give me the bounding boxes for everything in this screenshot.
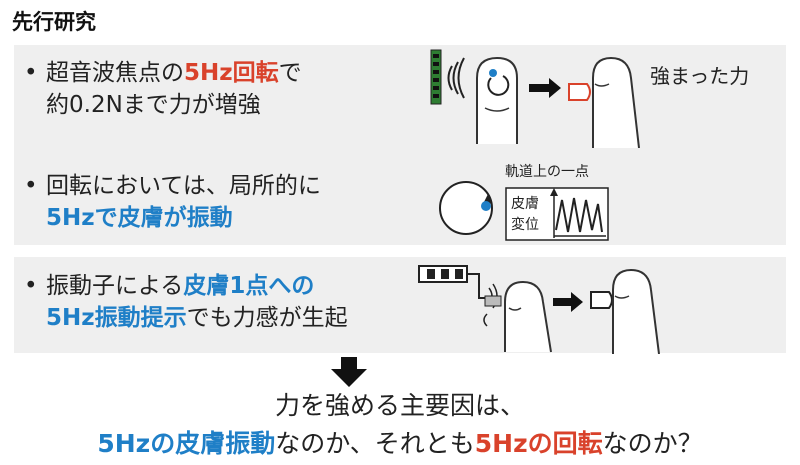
displacement-label: 変位 <box>511 217 539 233</box>
text: 超音波焦点の <box>46 60 184 86</box>
text: なのか？ <box>602 429 703 458</box>
highlight-rotation: 5Hzの回転 <box>474 429 603 458</box>
orbit-point-label: 軌道上の一点 <box>505 164 589 180</box>
page-title: 先行研究 <box>12 10 96 34</box>
conclusion-line2: 5Hzの皮膚振動なのか、それとも5Hzの回転なのか？ <box>0 424 800 460</box>
bullet-dot: • <box>24 60 38 86</box>
text: 回転においては、局所的に <box>46 173 321 199</box>
bullet-dot: • <box>24 273 38 299</box>
ultrasound-rotation-figure <box>430 49 640 148</box>
bullet-skin-vibration: • 回転においては、局所的に 5Hzで皮膚が振動 <box>24 170 321 234</box>
panel-rotation <box>14 45 786 245</box>
vibrator-figure <box>418 265 660 354</box>
highlight-5hz-rotation: 5Hz回転 <box>184 60 279 86</box>
conclusion-line1: 力を強める主要因は、 <box>274 391 525 420</box>
bullet-rotation: • 超音波焦点の5Hz回転で 約0.2Nまで力が増強 <box>24 57 302 121</box>
bullet-dot: • <box>24 173 38 199</box>
highlight-one-point: 皮膚1点への <box>183 273 315 299</box>
bullet-vibrator: • 振動子による皮膚1点への 5Hz振動提示でも力感が生起 <box>24 270 348 334</box>
text: で <box>278 60 302 86</box>
highlight-5hz-skin: 5Hzで皮膚が振動 <box>46 205 233 231</box>
highlight-skin-vibration: 5Hzの皮膚振動 <box>97 429 276 458</box>
highlight-5hz-vibration: 5Hz振動提示 <box>46 305 187 331</box>
skin-label: 皮膚 <box>511 196 539 212</box>
skin-displacement-figure <box>439 181 609 241</box>
text: 約0.2Nまで力が増強 <box>46 92 261 118</box>
text: 振動子による <box>46 273 184 299</box>
text: なのか、それとも <box>275 429 475 458</box>
text: でも力感が生起 <box>186 305 348 331</box>
down-arrow-icon <box>331 357 367 387</box>
strengthened-force-label: 強まった力 <box>650 64 750 88</box>
